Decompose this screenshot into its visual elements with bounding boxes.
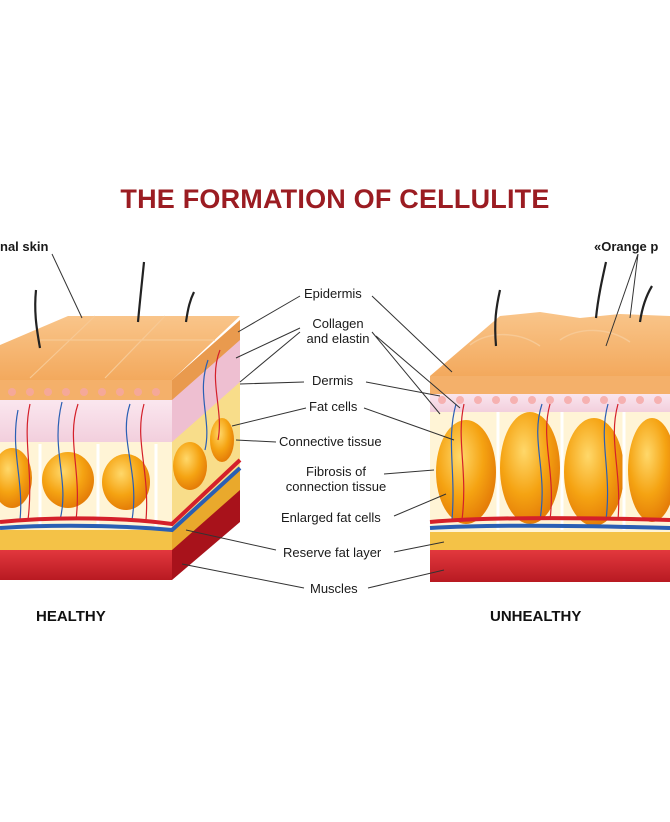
healthy-skin-block (0, 261, 242, 580)
unhealthy-reserve-fat (430, 530, 670, 550)
healthy-muscle-layer (0, 548, 172, 580)
page-title: THE FORMATION OF CELLULITE (120, 184, 550, 214)
label-muscles: Muscles (310, 581, 358, 596)
label-collagen: Collagen and elastin (298, 316, 378, 346)
label-fat-cells: Fat cells (309, 399, 358, 414)
label-epidermis: Epidermis (304, 286, 362, 301)
unhealthy-hair-3 (638, 285, 653, 323)
healthy-epidermis-top (0, 316, 240, 380)
healthy-reserve-fat-side (172, 468, 240, 550)
label-connective-tissue: Connective tissue (279, 434, 382, 449)
healthy-hair-3 (184, 291, 195, 323)
unhealthy-epidermis-top (430, 312, 670, 376)
healthy-dermis (0, 398, 172, 442)
healthy-hair-2 (136, 261, 146, 323)
label-fibrosis: Fibrosis of connection tissue (276, 464, 396, 494)
caption-healthy: HEALTHY (36, 608, 106, 625)
unhealthy-hair-1 (494, 289, 502, 347)
label-fibrosis-line1: Fibrosis of (306, 464, 366, 479)
unhealthy-hair-2 (594, 261, 608, 319)
unhealthy-muscle-layer (430, 548, 670, 582)
label-collagen-line2: and elastin (306, 331, 370, 346)
label-collagen-line1: Collagen (312, 316, 364, 331)
label-normal-skin: nal skin (0, 239, 49, 254)
leader-lines (51, 253, 639, 589)
label-orange-peel: «Orange p (594, 239, 659, 254)
unhealthy-epidermis-front (430, 376, 670, 394)
caption-unhealthy: UNHEALTHY (490, 608, 582, 625)
label-dermis: Dermis (312, 373, 354, 388)
label-enlarged-fat-cells: Enlarged fat cells (281, 510, 381, 525)
label-fibrosis-line2: connection tissue (285, 479, 387, 494)
unhealthy-skin-block (429, 261, 670, 582)
label-reserve-fat-layer: Reserve fat layer (283, 545, 382, 560)
healthy-epidermis-side (172, 320, 240, 400)
healthy-dermis-side (172, 338, 240, 442)
healthy-fat-cells (0, 418, 234, 510)
healthy-reserve-fat (0, 528, 172, 550)
healthy-hair-1 (34, 289, 42, 349)
healthy-fat-chamber-side (172, 380, 240, 530)
